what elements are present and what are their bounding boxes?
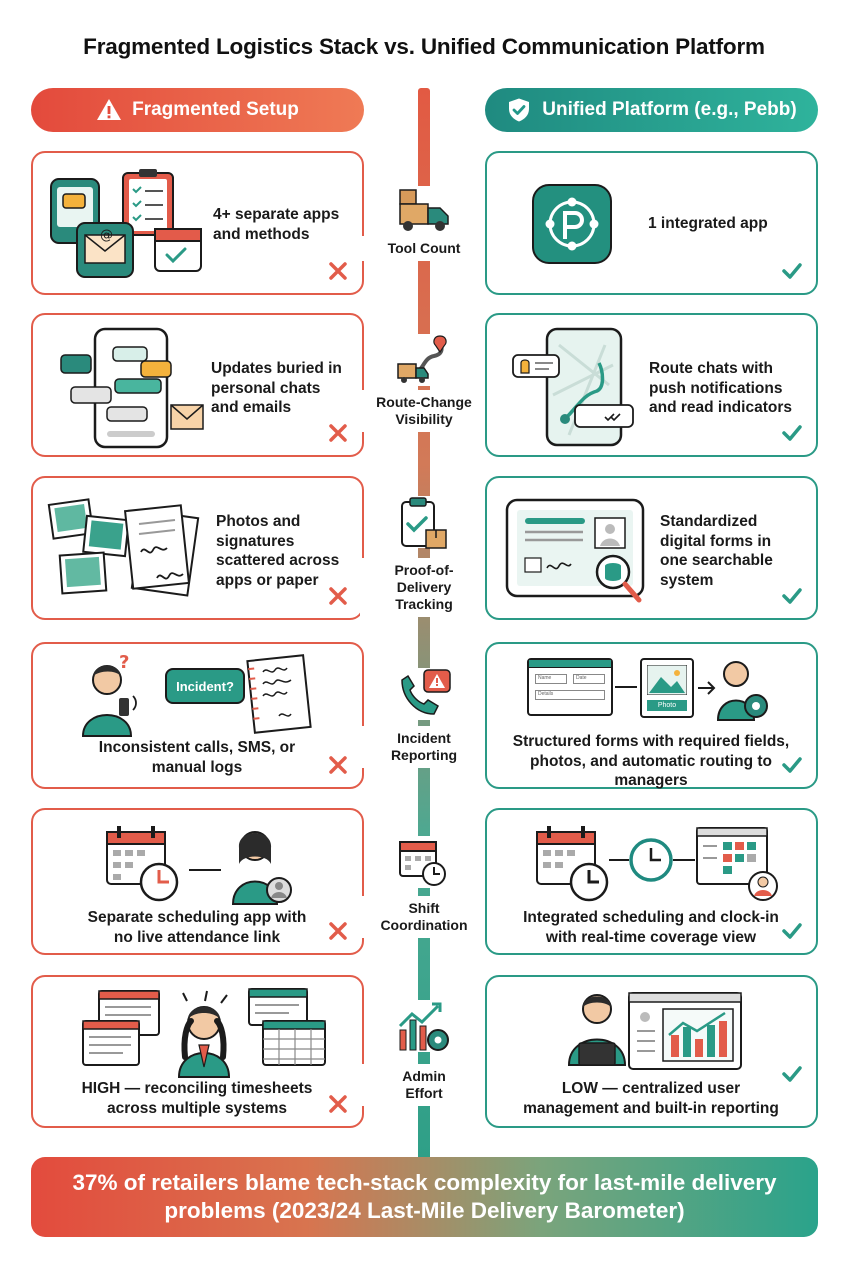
connector-line [615, 686, 637, 688]
photo-label: Photo [647, 700, 687, 711]
manual-log-notebook-icon [246, 654, 312, 734]
form-field-details: Details [535, 690, 605, 700]
statistic-banner: 37% of retailers blame tech-stack comple… [31, 1157, 818, 1237]
form-field-name: Name [535, 674, 567, 684]
cross-icon [329, 922, 347, 940]
photo-card: Photo [640, 658, 694, 718]
incident-reporting-unified-card: Name Date Details Photo Structured forms… [485, 642, 818, 789]
cross-icon [329, 262, 347, 280]
tool-count-unified-card: 1 integrated app [485, 151, 818, 295]
calendar-clock-icon [394, 836, 454, 888]
check-icon [782, 1066, 802, 1082]
form-field-date: Date [573, 674, 605, 684]
warning-icon [97, 99, 122, 120]
unified-header: Unified Platform (e.g., Pebb) [485, 88, 818, 132]
confused-person-icon: ? [81, 652, 137, 737]
phone-alert-icon [394, 668, 454, 720]
tool-count-unified-text: 1 integrated app [648, 215, 768, 232]
shield-check-icon [509, 98, 530, 122]
incident-bubble: Incident? [165, 668, 245, 704]
chat-phone-icon [60, 327, 204, 449]
stressed-admin-icon [82, 988, 326, 1078]
check-icon [782, 263, 802, 279]
calendar-person-icon [106, 826, 292, 905]
integrated-schedule-icon [536, 826, 778, 902]
route-icon [394, 334, 454, 386]
unified-header-label: Unified Platform (e.g., Pebb) [542, 99, 797, 120]
page-title: Fragmented Logistics Stack vs. Unified C… [83, 34, 765, 59]
tool-count-label: Tool Count [360, 236, 488, 261]
scattered-photos-icon [47, 498, 200, 597]
fragmented-header-label: Fragmented Setup [132, 99, 299, 120]
pebb-app-icon [532, 184, 612, 264]
cross-icon [329, 1095, 347, 1113]
check-icon [782, 425, 802, 441]
route-map-phone-icon [512, 327, 634, 447]
incident-reporting-unified-text: Structured forms with required fields,ph… [512, 733, 790, 789]
multiple-apps-icon: @ [50, 169, 202, 278]
check-icon [782, 923, 802, 939]
photo-icon [647, 665, 687, 695]
statistic-text: 37% of retailers blame tech-stack comple… [72, 1170, 777, 1223]
fragmented-header: Fragmented Setup [31, 88, 364, 132]
cross-icon [329, 587, 347, 605]
digital-form-tablet-icon [505, 498, 645, 603]
check-icon [782, 588, 802, 604]
cross-icon [329, 756, 347, 774]
cross-icon [329, 424, 347, 442]
manager-gear-icon [698, 661, 768, 721]
truck-icon [394, 186, 454, 238]
svg-text:@: @ [100, 228, 113, 243]
chart-gear-icon [394, 1000, 454, 1052]
check-icon [782, 757, 802, 773]
structured-form: Name Date Details [527, 658, 613, 716]
svg-text:?: ? [119, 652, 129, 673]
reporting-dashboard-icon [567, 992, 742, 1070]
clipboard-icon [394, 496, 454, 549]
